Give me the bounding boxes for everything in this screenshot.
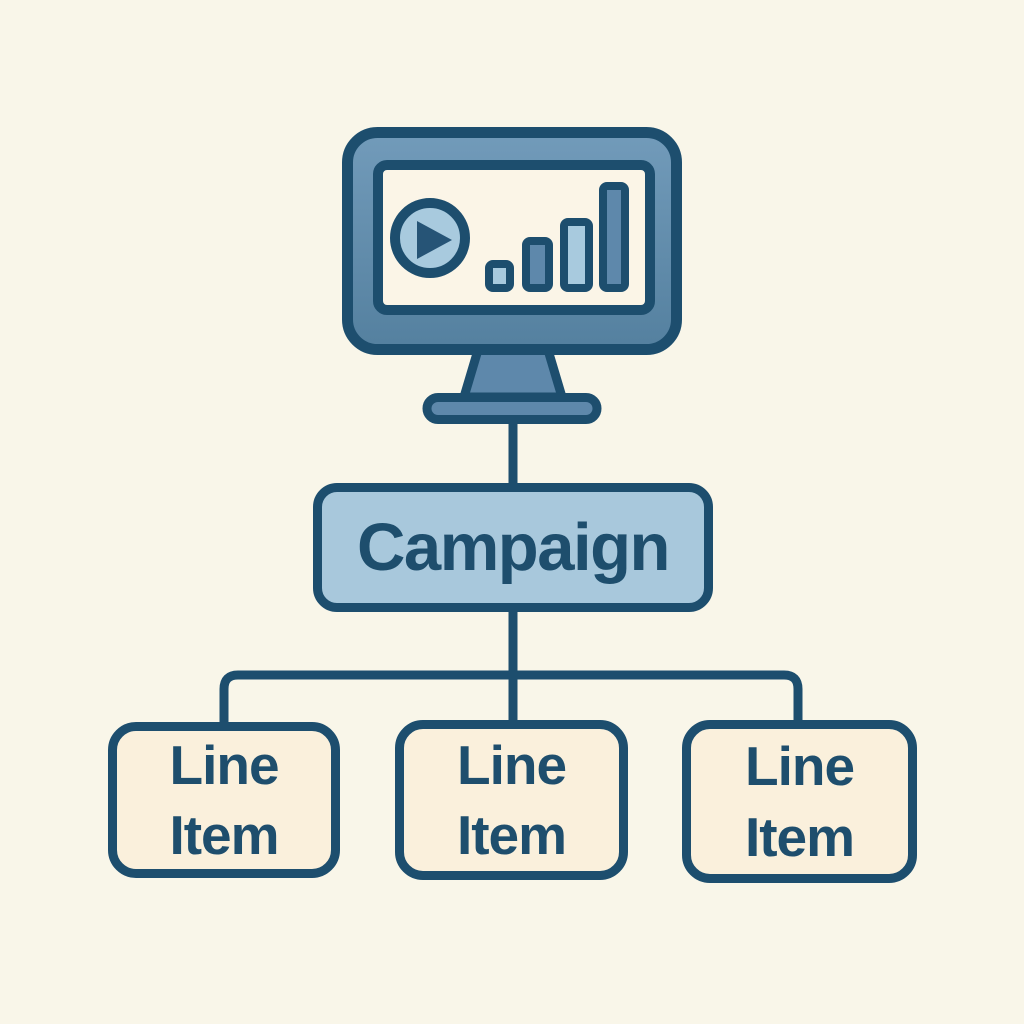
bar-chart-icon bbox=[485, 182, 629, 292]
play-button-icon bbox=[390, 198, 470, 278]
bar-1 bbox=[485, 260, 514, 292]
play-triangle bbox=[417, 221, 452, 259]
monitor-icon bbox=[342, 127, 682, 424]
campaign-node-label: Campaign bbox=[357, 510, 670, 585]
line-item-node: Line Item bbox=[682, 720, 917, 883]
line-item-node-label: Line Item bbox=[744, 735, 855, 868]
monitor-stand-neck bbox=[459, 345, 567, 402]
bar-2 bbox=[522, 237, 553, 292]
bar-3 bbox=[560, 218, 593, 292]
line-item-node-label: Line Item bbox=[456, 733, 567, 866]
line-item-node: Line Item bbox=[395, 720, 628, 880]
line-item-node: Line Item bbox=[108, 722, 340, 878]
bar-4 bbox=[599, 182, 629, 292]
campaign-node: Campaign bbox=[313, 483, 713, 612]
line-item-node-label: Line Item bbox=[169, 733, 279, 866]
monitor-stand-base bbox=[422, 393, 602, 424]
connector-branch-bar bbox=[219, 670, 803, 726]
